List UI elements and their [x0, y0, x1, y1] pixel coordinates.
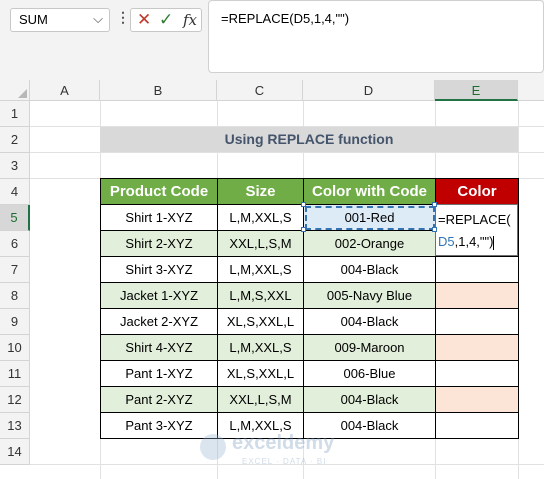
- table-cell[interactable]: 004-Black: [303, 308, 436, 335]
- more-options-icon[interactable]: ⋮: [116, 9, 130, 25]
- row-header-3[interactable]: 3: [0, 153, 30, 179]
- table-header-row: Product Code Size Color with Code Color: [100, 178, 519, 205]
- table-cell[interactable]: XXL,L,S,M: [217, 230, 304, 257]
- row-header-10[interactable]: 10: [0, 335, 30, 361]
- table-cell[interactable]: 009-Maroon: [303, 334, 436, 361]
- cancel-icon[interactable]: ✕: [137, 10, 152, 29]
- editor-text-end: ,1,4,""): [454, 234, 494, 249]
- row-header-13[interactable]: 13: [0, 413, 30, 439]
- selection-handle[interactable]: [301, 202, 306, 207]
- selection-handle[interactable]: [301, 227, 306, 232]
- sheet-title[interactable]: Using REPLACE function: [100, 127, 518, 152]
- watermark-name: exceldemy: [232, 432, 335, 454]
- row-header-5[interactable]: 5: [0, 205, 30, 231]
- row-header-4[interactable]: 4: [0, 179, 30, 205]
- table-cell[interactable]: 004-Black: [303, 386, 436, 413]
- table-row: Jacket 2-XYZ XL,S,XXL,L 004-Black: [100, 308, 519, 335]
- gridline: [518, 101, 519, 479]
- formula-buttons: ✕ ✓ fx: [130, 8, 202, 32]
- editor-text-start: =REPLACE(: [438, 212, 511, 227]
- row-header-14[interactable]: 14: [0, 439, 30, 465]
- table-row: Pant 1-XYZ XL,S,XXL,L 006-Blue: [100, 360, 519, 387]
- table-cell[interactable]: Shirt 4-XYZ: [100, 334, 218, 361]
- row-header-7[interactable]: 7: [0, 257, 30, 283]
- table-cell[interactable]: [435, 412, 519, 439]
- column-header-a[interactable]: A: [30, 80, 100, 101]
- column-header-e[interactable]: E: [435, 80, 518, 101]
- table-cell[interactable]: 004-Black: [303, 412, 436, 439]
- enter-icon[interactable]: ✓: [159, 10, 174, 29]
- table-cell[interactable]: Shirt 1-XYZ: [100, 204, 218, 231]
- table-cell[interactable]: L,M,XXL,S: [217, 334, 304, 361]
- header-color[interactable]: Color: [435, 178, 519, 205]
- table-cell[interactable]: L,M,S,XXL: [217, 282, 304, 309]
- referenced-cell-d5[interactable]: 001-Red: [303, 204, 436, 231]
- table-cell[interactable]: L,M,XXL,S: [217, 204, 304, 231]
- header-color-with-code[interactable]: Color with Code: [303, 178, 436, 205]
- table-cell[interactable]: 006-Blue: [303, 360, 436, 387]
- table-row: Shirt 4-XYZ L,M,XXL,S 009-Maroon: [100, 334, 519, 361]
- table-row: Jacket 1-XYZ L,M,S,XXL 005-Navy Blue: [100, 282, 519, 309]
- row-header-1[interactable]: 1: [0, 101, 30, 127]
- table-cell[interactable]: [435, 386, 519, 413]
- insert-function-icon[interactable]: fx: [183, 11, 198, 29]
- gridline: [30, 126, 544, 127]
- table-cell[interactable]: L,M,XXL,S: [217, 412, 304, 439]
- table-cell[interactable]: XXL,L,S,M: [217, 386, 304, 413]
- table-cell[interactable]: [435, 360, 519, 387]
- name-box[interactable]: SUM ⌵: [10, 8, 110, 32]
- column-header-c[interactable]: C: [217, 80, 303, 101]
- selection-handle[interactable]: [432, 202, 437, 207]
- table-cell[interactable]: Shirt 2-XYZ: [100, 230, 218, 257]
- table-cell[interactable]: 005-Navy Blue: [303, 282, 436, 309]
- formula-bar: SUM ⌵ ⋮ ✕ ✓ fx =REPLACE(D5,1,4,""): [0, 0, 544, 80]
- row-header-9[interactable]: 9: [0, 309, 30, 335]
- header-product-code[interactable]: Product Code: [100, 178, 218, 205]
- exceldemy-logo-icon: [200, 434, 226, 460]
- row-header-2[interactable]: 2: [0, 127, 30, 153]
- row-header-8[interactable]: 8: [0, 283, 30, 309]
- gridline: [30, 152, 544, 153]
- table-cell[interactable]: Shirt 3-XYZ: [100, 256, 218, 283]
- table-cell[interactable]: [435, 334, 519, 361]
- chevron-down-icon[interactable]: ⌵: [93, 11, 103, 26]
- header-size[interactable]: Size: [217, 178, 304, 205]
- table-cell[interactable]: Pant 3-XYZ: [100, 412, 218, 439]
- select-all-button[interactable]: [0, 80, 30, 101]
- gridline: [30, 464, 544, 465]
- selection-handle[interactable]: [432, 227, 437, 232]
- table-cell[interactable]: Jacket 2-XYZ: [100, 308, 218, 335]
- editor-cell-reference: D5: [438, 234, 455, 249]
- column-header-f[interactable]: [518, 80, 544, 101]
- table-cell[interactable]: [435, 282, 519, 309]
- table-cell[interactable]: [435, 308, 519, 335]
- table-cell[interactable]: Jacket 1-XYZ: [100, 282, 218, 309]
- table-cell[interactable]: 002-Orange: [303, 230, 436, 257]
- column-header-d[interactable]: D: [303, 80, 435, 101]
- row-header-12[interactable]: 12: [0, 387, 30, 413]
- name-box-value: SUM: [19, 12, 48, 27]
- table-row: Pant 3-XYZ L,M,XXL,S 004-Black: [100, 412, 519, 439]
- row-header-6[interactable]: 6: [0, 231, 30, 257]
- text-cursor: [493, 235, 495, 250]
- formula-input[interactable]: =REPLACE(D5,1,4,""): [208, 0, 544, 73]
- watermark-tagline: EXCEL · DATA · BI: [242, 457, 327, 466]
- cell-editor[interactable]: =REPLACE( D5,1,4,""): [435, 204, 518, 256]
- table-cell[interactable]: [435, 256, 519, 283]
- column-header-b[interactable]: B: [100, 80, 217, 101]
- table-cell[interactable]: L,M,XXL,S: [217, 256, 304, 283]
- table-row: Shirt 3-XYZ L,M,XXL,S 004-Black: [100, 256, 519, 283]
- table-cell[interactable]: XL,S,XXL,L: [217, 360, 304, 387]
- table-cell[interactable]: Pant 1-XYZ: [100, 360, 218, 387]
- row-header-11[interactable]: 11: [0, 361, 30, 387]
- data-table: Product Code Size Color with Code Color …: [100, 178, 519, 439]
- table-cell[interactable]: Pant 2-XYZ: [100, 386, 218, 413]
- table-row: Pant 2-XYZ XXL,L,S,M 004-Black: [100, 386, 519, 413]
- exceldemy-watermark: exceldemy EXCEL · DATA · BI: [200, 432, 350, 472]
- table-cell[interactable]: 004-Black: [303, 256, 436, 283]
- table-cell[interactable]: XL,S,XXL,L: [217, 308, 304, 335]
